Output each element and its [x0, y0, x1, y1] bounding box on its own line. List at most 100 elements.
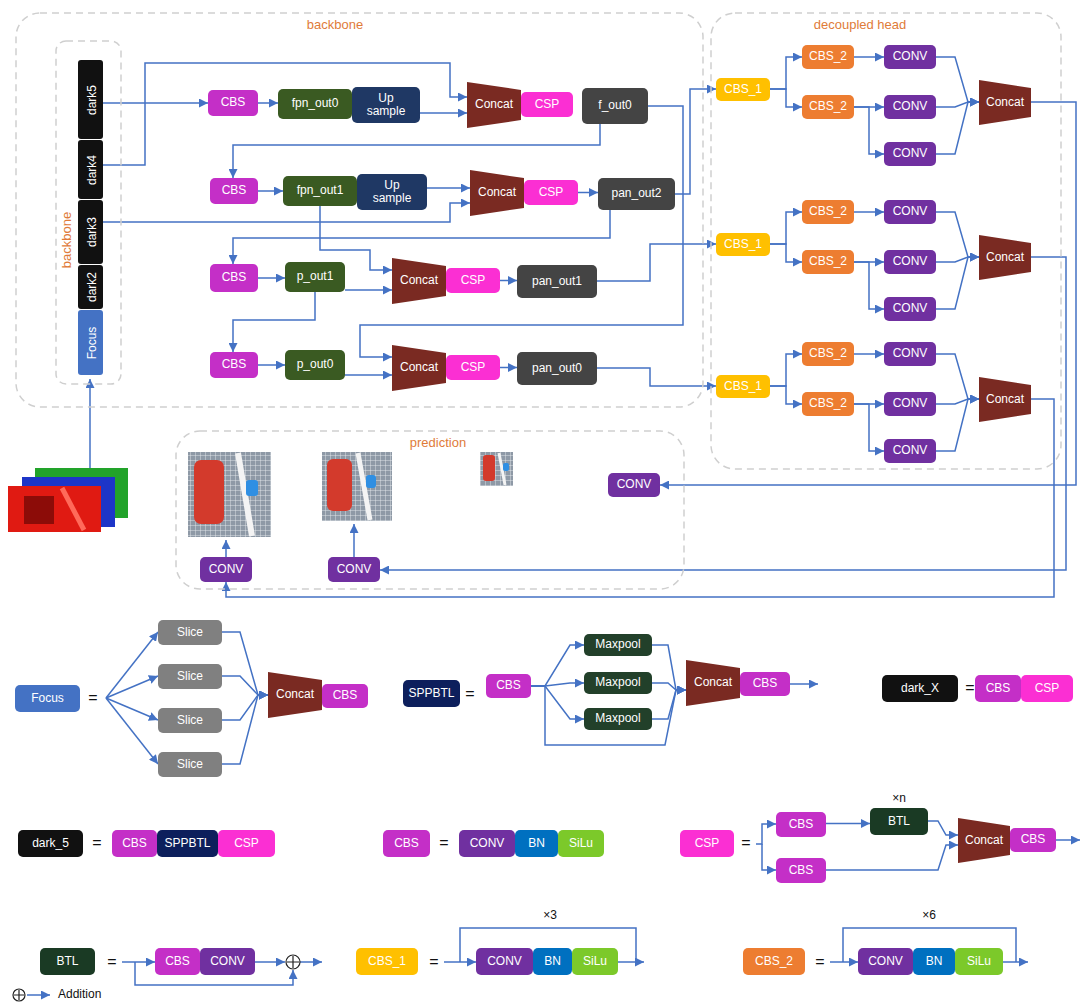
- conv-block: CONV: [476, 948, 533, 975]
- connector: [233, 292, 315, 352]
- block-label: CSP: [461, 361, 486, 374]
- equals-sign: =: [965, 679, 974, 696]
- cbs-block: CBS: [975, 675, 1021, 702]
- addition-symbol: [13, 989, 25, 1001]
- dark-stage: dark4: [78, 140, 103, 199]
- connector: [258, 102, 278, 104]
- cbs2-block: CBS_2: [802, 250, 854, 274]
- region-title: backbone: [307, 17, 363, 32]
- concat-trapezoid: [392, 345, 446, 391]
- block-label: dark2: [85, 272, 99, 302]
- block-label: CONV: [868, 955, 903, 968]
- block-label: Concat: [475, 98, 513, 111]
- feature-block: p_out1: [285, 262, 345, 292]
- block-label: CBS: [496, 679, 521, 692]
- block-label: p_out1: [297, 270, 334, 283]
- block-label: Concat: [986, 96, 1024, 109]
- connector: [578, 192, 598, 194]
- repeat-count: ×n: [892, 791, 906, 805]
- equals-sign: =: [439, 834, 448, 851]
- connector: [675, 89, 716, 194]
- focus-block: Focus: [78, 310, 103, 375]
- block-label: CBS_2: [809, 347, 847, 360]
- block-label: dark_X: [901, 682, 939, 695]
- cbs1-block: CBS_1: [716, 78, 770, 101]
- image-ground: [188, 452, 271, 537]
- block-label: p_out0: [297, 358, 334, 371]
- legend-arrow: [27, 994, 50, 996]
- cbs-block: CBS: [210, 352, 258, 378]
- conv-block: CONV: [884, 297, 936, 321]
- block-label: Maxpool: [595, 712, 640, 725]
- connector: [652, 683, 686, 690]
- block-label: Concat: [986, 393, 1024, 406]
- input-wire: [122, 961, 155, 963]
- red-channel: [8, 486, 101, 532]
- cbs-block: CBS: [776, 858, 826, 883]
- connector: [936, 399, 979, 451]
- block-label: CONV: [893, 347, 928, 360]
- connector: [258, 190, 283, 192]
- block-label: CBS: [165, 955, 190, 968]
- connector: [652, 645, 686, 690]
- addition-cross: [287, 956, 299, 968]
- block-label: SPPBTL: [408, 687, 454, 700]
- output-block: pan_out0: [517, 352, 597, 385]
- cbs2-block: CBS_2: [743, 948, 805, 975]
- output-block: f_out0: [582, 88, 648, 124]
- channel-detail: [62, 488, 84, 530]
- head-region: decoupled headCBS_1CBS_2CBS_2CONVCONVCON…: [710, 12, 1062, 470]
- block-label: Concat: [276, 688, 314, 701]
- cbs-block: CBS: [210, 264, 258, 292]
- block-label: CONV: [617, 478, 652, 491]
- block-label: CSP: [535, 98, 560, 111]
- silu-block: SiLu: [955, 948, 1003, 975]
- connector: [597, 244, 716, 281]
- connector: [380, 257, 1066, 570]
- concat-block: Concat: [470, 170, 524, 216]
- concat-block: Concat: [979, 80, 1031, 125]
- block-label: CBS: [789, 818, 814, 831]
- block-label: pan_out2: [611, 187, 661, 200]
- block-label: SPPBTL: [164, 837, 210, 850]
- fan-wire: [106, 676, 158, 698]
- image-ground: [480, 452, 513, 486]
- channel-detail: [24, 496, 54, 524]
- block-label: CONV: [209, 563, 244, 576]
- connector: [770, 386, 802, 404]
- block-label: CONV: [470, 837, 505, 850]
- block-label: CBS_2: [809, 100, 847, 113]
- block-label: Maxpool: [595, 638, 640, 651]
- connector: [854, 404, 884, 451]
- conv-block: CONV: [884, 342, 936, 366]
- conv-block: CONV: [608, 473, 660, 497]
- connector: [500, 280, 517, 282]
- feature-block: p_out0: [285, 350, 345, 380]
- concat-block: Concat: [686, 660, 740, 706]
- block-label: CBS: [122, 837, 147, 850]
- block-label: Concat: [965, 834, 1003, 847]
- input-image: [8, 468, 128, 532]
- fan-wire: [756, 824, 776, 844]
- region-title: prediction: [410, 435, 466, 450]
- connector: [652, 690, 686, 719]
- red-object: [483, 455, 495, 481]
- equals-sign: =: [815, 953, 824, 970]
- connector: [233, 124, 600, 178]
- connector: [531, 645, 584, 686]
- block-label: BTL: [888, 815, 910, 828]
- cbs-block: CBS: [210, 178, 258, 204]
- block-label: CBS_2: [809, 50, 847, 63]
- connector: [770, 212, 802, 244]
- prediction-image: [322, 452, 392, 521]
- block-label: CBS: [222, 184, 247, 197]
- equals-sign: =: [92, 834, 101, 851]
- cbs2-block: CBS_2: [802, 392, 854, 416]
- block-label: Maxpool: [595, 676, 640, 689]
- concat-trapezoid: [979, 235, 1031, 280]
- block-label: SiLu: [583, 955, 607, 968]
- connector: [320, 206, 392, 270]
- block-label: CONV: [337, 563, 372, 576]
- connector: [360, 106, 683, 357]
- region-title: backbone: [59, 212, 74, 268]
